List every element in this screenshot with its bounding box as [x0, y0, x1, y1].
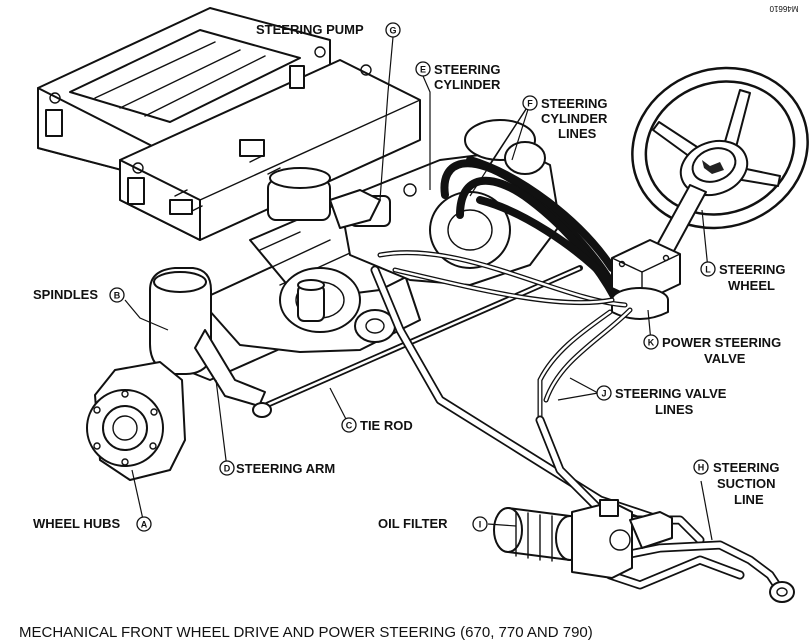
leader-steering-cylinder-lines-b: [511, 102, 531, 161]
callout-steering-valve-lines-line1: STEERING VALVE: [615, 386, 727, 401]
callout-spindles-letter: B: [114, 291, 121, 301]
callout-power-steering-valve-letter: K: [648, 338, 655, 348]
callout-steering-cylinder: E STEERING CYLINDER: [415, 61, 501, 92]
callout-wheel-hubs: WHEEL HUBS A: [33, 516, 152, 532]
callout-power-steering-valve: K POWER STEERING VALVE: [643, 334, 781, 366]
callout-wheel-hubs-letter: A: [141, 520, 148, 530]
callout-steering-arm-letter: D: [224, 464, 231, 474]
callout-steering-suction-line-line2: SUCTION: [717, 476, 776, 491]
callout-steering-pump-text: STEERING PUMP: [256, 22, 364, 37]
callout-steering-cylinder-lines-line3: LINES: [558, 126, 597, 141]
callout-steering-valve-lines-letter: J: [601, 389, 606, 399]
callout-tie-rod-text: TIE ROD: [360, 418, 413, 433]
callout-steering-wheel-line1: STEERING: [719, 262, 785, 277]
callout-steering-arm-text: STEERING ARM: [236, 461, 335, 476]
callout-steering-cylinder-lines-line1: STEERING: [541, 96, 607, 111]
leader-steering-cylinder-lines-c: [469, 102, 531, 197]
callout-steering-cylinder-lines: F STEERING CYLINDER LINES: [522, 95, 608, 141]
callout-power-steering-valve-line2: VALVE: [704, 351, 746, 366]
leader-oil-filter: [487, 523, 517, 527]
callout-steering-cylinder-line1: STEERING: [434, 62, 500, 77]
callout-steering-wheel-letter: L: [705, 265, 711, 275]
leader-steering-valve-lines-a: [569, 377, 599, 394]
callout-spindles: SPINDLES B: [33, 287, 125, 303]
callout-steering-wheel: L STEERING WHEEL: [700, 261, 785, 293]
callout-steering-suction-line: H STEERING SUCTION LINE: [693, 459, 779, 507]
callout-steering-arm: D STEERING ARM: [219, 460, 335, 476]
leader-steering-valve-lines-b: [557, 392, 599, 401]
callout-steering-pump: STEERING PUMP G: [256, 22, 401, 38]
callout-steering-cylinder-letter: E: [420, 65, 426, 75]
steering-wheel-illustration: [631, 66, 809, 263]
callout-steering-pump-letter: G: [389, 26, 396, 36]
callout-steering-suction-line-line3: LINE: [734, 492, 764, 507]
callout-steering-wheel-line2: WHEEL: [728, 278, 775, 293]
leader-steering-wheel: [701, 209, 709, 270]
callout-tie-rod: C TIE ROD: [341, 417, 413, 433]
document-code: M46610: [769, 4, 798, 13]
callout-wheel-hubs-text: WHEEL HUBS: [33, 516, 120, 531]
callout-steering-suction-line-letter: H: [698, 463, 705, 473]
leader-spindles: [124, 299, 169, 331]
callout-oil-filter: OIL FILTER I: [378, 516, 488, 532]
callout-spindles-text: SPINDLES: [33, 287, 98, 302]
figure-caption: MECHANICAL FRONT WHEEL DRIVE AND POWER S…: [19, 624, 593, 641]
leader-steering-pump: [379, 36, 394, 201]
oil-filter-illustration: [493, 499, 673, 579]
callout-steering-valve-lines: J STEERING VALVE LINES: [596, 385, 727, 417]
callout-steering-cylinder-lines-line2: CYLINDER: [541, 111, 608, 126]
callout-steering-valve-lines-line2: LINES: [655, 402, 694, 417]
steering-valve-lines-illustration: [377, 250, 633, 423]
leader-steering-cylinder: [422, 75, 431, 190]
frame-illustration: [37, 7, 421, 241]
callout-steering-cylinder-line2: CYLINDER: [434, 77, 501, 92]
callout-tie-rod-letter: C: [346, 421, 353, 431]
callout-oil-filter-letter: I: [479, 520, 482, 530]
callout-steering-cylinder-lines-letter: F: [527, 99, 533, 109]
callout-steering-suction-line-line1: STEERING: [713, 460, 779, 475]
leader-steering-arm: [215, 379, 228, 469]
callout-oil-filter-text: OIL FILTER: [378, 516, 448, 531]
leader-steering-suction-line: [700, 480, 713, 541]
leader-wheel-hubs: [131, 469, 145, 525]
callout-power-steering-valve-line1: POWER STEERING: [662, 335, 781, 350]
leader-lines: [124, 36, 713, 541]
